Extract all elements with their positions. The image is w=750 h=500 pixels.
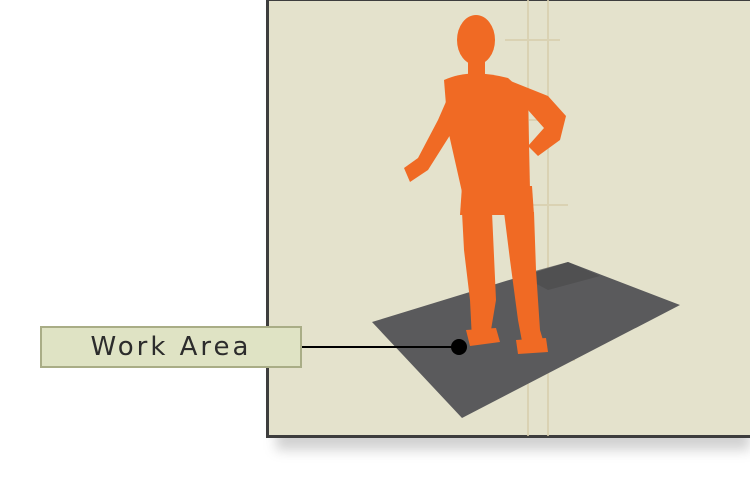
work-area-label: Work Area (40, 326, 302, 368)
callout-dot (451, 339, 467, 355)
